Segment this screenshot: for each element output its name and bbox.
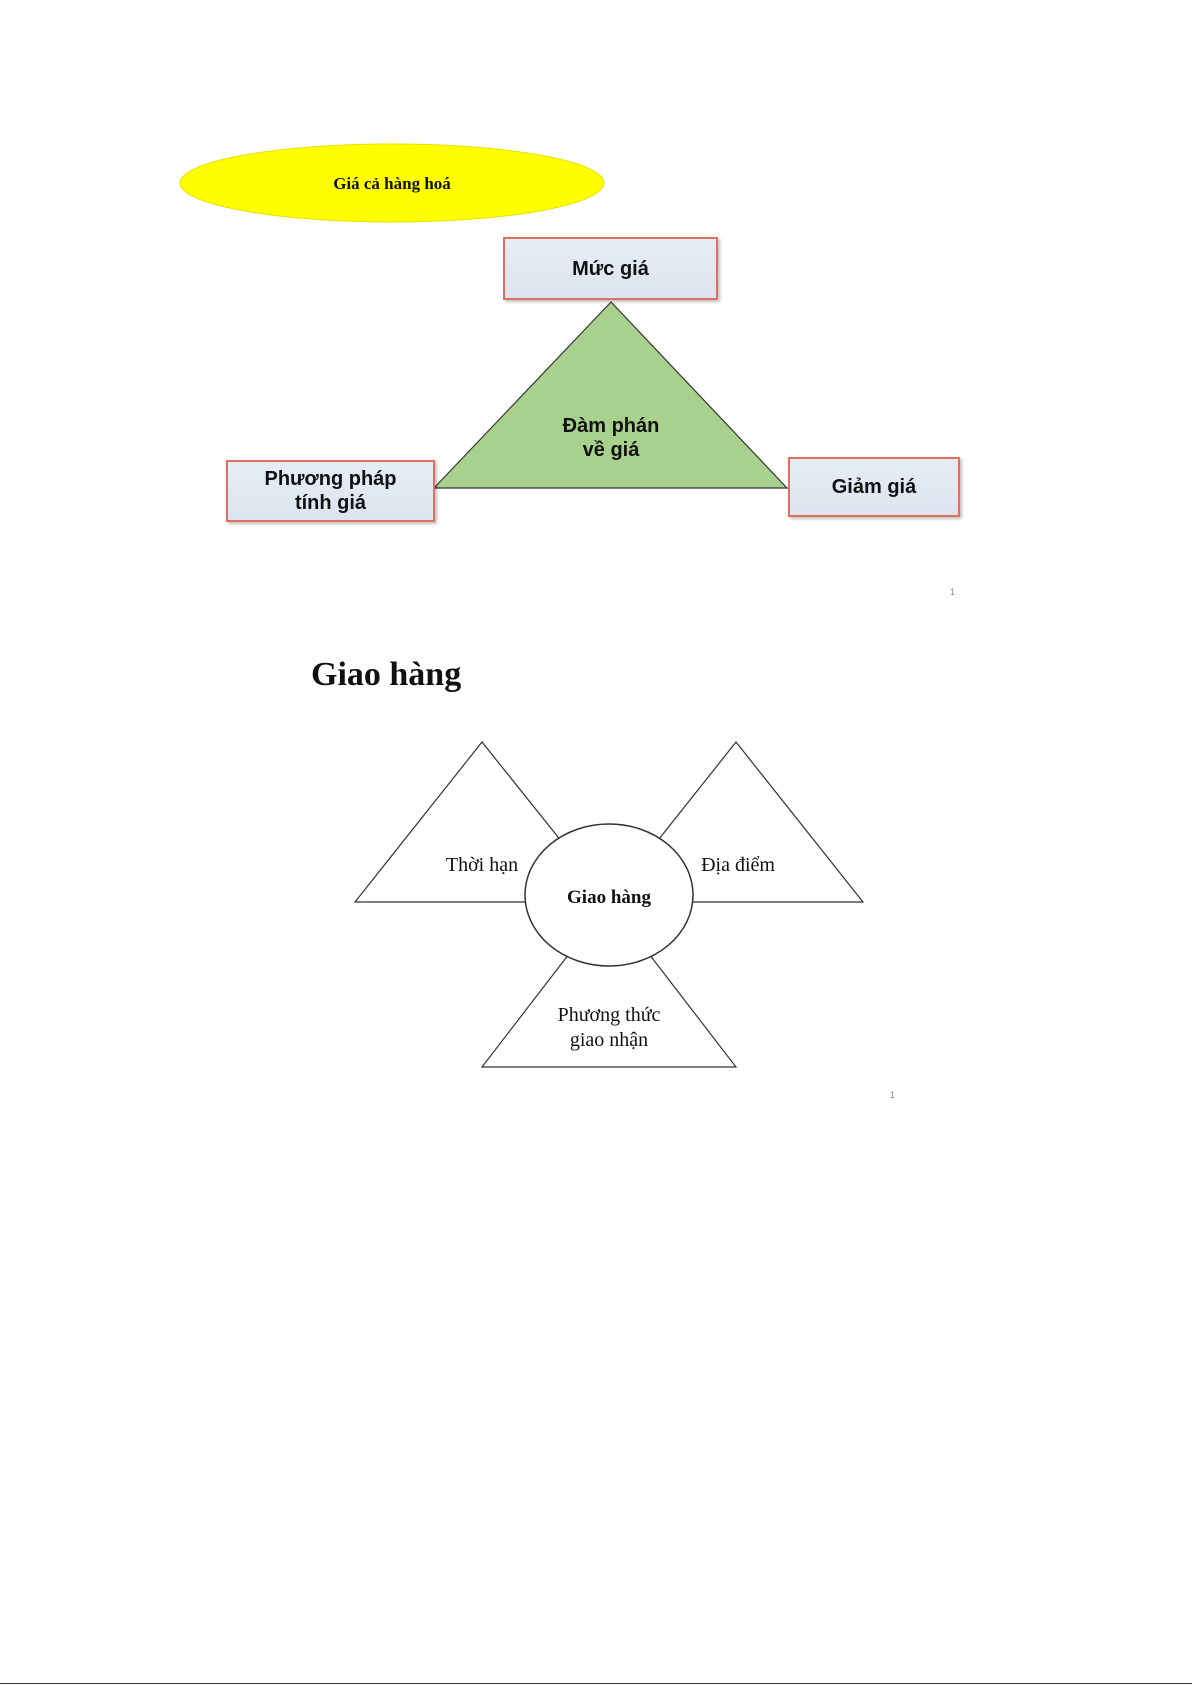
discount-label: Giảm giá — [832, 475, 916, 499]
pricing-method-label-line1: Phương pháp — [264, 467, 396, 491]
pricing-method-box: Phương pháp tính giá — [226, 460, 435, 522]
delivery-time-label: Thời hạn — [446, 854, 518, 876]
delivery-center-label: Giao hàng — [567, 887, 651, 908]
delivery-method-label-line2: giao nhận — [570, 1029, 648, 1051]
price-level-box: Mức giá — [503, 237, 718, 300]
delivery-heading: Giao hàng — [311, 656, 461, 694]
page-number-1: 1 — [950, 587, 955, 597]
price-negotiation-label-line2: về giá — [583, 439, 641, 461]
pricing-method-label-line2: tính giá — [295, 491, 366, 515]
delivery-method-label-line1: Phương thức — [558, 1004, 661, 1026]
price-negotiation-label-line1: Đàm phán — [563, 415, 660, 437]
page-bottom-rule — [0, 1683, 1192, 1684]
discount-box: Giảm giá — [788, 457, 960, 517]
page-number-2: 1 — [890, 1090, 895, 1100]
delivery-place-label: Địa điểm — [701, 854, 775, 876]
price-level-label: Mức giá — [572, 257, 649, 281]
price-ellipse-label: Giá cả hàng hoá — [333, 174, 451, 193]
